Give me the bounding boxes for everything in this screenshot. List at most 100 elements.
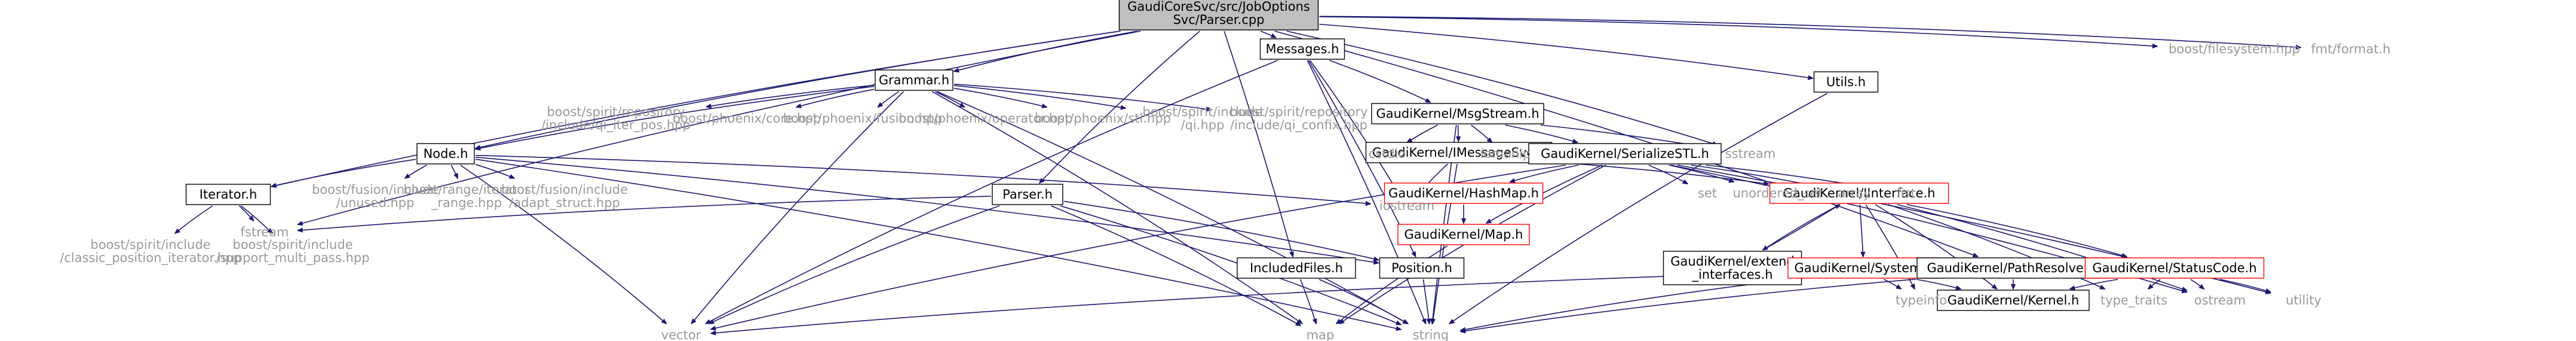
node-box xyxy=(1365,142,1553,163)
edge-msgstream-h-to-imessagesvc-h xyxy=(1458,124,1459,141)
node-label-line: /include/qi_confix.hpp xyxy=(1230,118,1367,133)
node-box xyxy=(416,143,475,165)
node-system-h[interactable]: GaudiKernel/System.h xyxy=(1787,257,1940,279)
node-label-line: GaudiCoreSvc/src/JobOptions xyxy=(1127,0,1310,14)
node-pathresolver-h[interactable]: GaudiKernel/PathResolver.h xyxy=(1916,257,2110,279)
node-sstream: sstream xyxy=(1725,147,1776,161)
node-grammar-h[interactable]: Grammar.h xyxy=(875,69,953,91)
edge-statuscode-h-to-kernel-h xyxy=(2070,279,2118,289)
edge-pathresolver-h-to-string xyxy=(1461,278,1916,332)
node-kernel-h[interactable]: GaudiKernel/Kernel.h xyxy=(1937,290,2090,311)
node-label-line: boost/spirit/include xyxy=(90,238,210,252)
node-label-line: boost/spirit/repository xyxy=(1229,105,1367,119)
node-box xyxy=(1259,38,1345,60)
node-box xyxy=(1916,257,2110,279)
edge-iinterface-h-to-typeinfo xyxy=(1865,204,1915,289)
edge-root-to-parser-h xyxy=(1039,31,1200,183)
node-fusion-adapt-struct: boost/fusion/include/adapt_struct.hpp xyxy=(501,182,628,211)
edge-root-to-fmt-format xyxy=(1319,16,2301,47)
node-label-line: Iterator.h xyxy=(200,187,257,202)
node-label-line: ostream xyxy=(2194,293,2246,307)
edge-grammar-h-to-map xyxy=(931,91,1302,324)
edge-root-to-sstream xyxy=(1286,31,1718,145)
node-box xyxy=(185,184,271,205)
edge-msgstream-h-to-serializestl-h xyxy=(1505,124,1577,142)
node-label-line: fstream xyxy=(241,225,289,239)
node-label-line: Utils.h xyxy=(1826,75,1866,89)
node-label-line: /support_multi_pass.hpp xyxy=(216,251,369,266)
node-label-line: boost/range/iterator xyxy=(403,182,530,197)
node-node-h[interactable]: Node.h xyxy=(416,143,475,165)
node-label-line: type_traits xyxy=(2100,293,2167,308)
node-string: string xyxy=(1413,328,1449,341)
edge-map-h-to-map xyxy=(1336,245,1448,324)
node-box xyxy=(1397,224,1530,245)
node-utility: utility xyxy=(2286,293,2322,307)
edge-node-h-to-vector xyxy=(460,165,667,324)
node-imessagesvc-h[interactable]: GaudiKernel/IMessageSvc.h xyxy=(1365,142,1553,163)
node-map-h[interactable]: GaudiKernel/Map.h xyxy=(1397,224,1530,245)
node-iterator-h[interactable]: Iterator.h xyxy=(185,184,271,205)
node-label-line: cstdio xyxy=(1369,147,1406,161)
node-extend-interfaces-h[interactable]: GaudiKernel/extend_interfaces.h xyxy=(1663,251,1802,285)
edge-position-h-to-string xyxy=(1422,279,1430,324)
edge-grammar-h-to-qi-confix xyxy=(953,83,1212,110)
node-label-line: GaudiKernel/HashMap.h xyxy=(1388,186,1539,200)
node-spirit-qi: boost/spirit/include/qi.hpp xyxy=(1142,105,1262,132)
node-typeinfo: typeinfo xyxy=(1896,293,1947,307)
node-label-line: GaudiKernel/System.h xyxy=(1795,261,1934,275)
node-label-line: boost/spirit/include xyxy=(1142,105,1262,119)
node-label-line: boost/spirit/repository xyxy=(547,105,685,119)
edge-extend-interfaces-h-to-iinterface-h xyxy=(1762,205,1840,251)
edge-system-h-to-typeinfo xyxy=(1884,279,1901,289)
node-label-line: boost/spirit/include xyxy=(232,238,352,252)
node-position-h[interactable]: Position.h xyxy=(1379,257,1465,279)
edge-parser-h-to-map xyxy=(1051,205,1301,325)
node-includedfiles-h[interactable]: IncludedFiles.h xyxy=(1237,257,1356,279)
node-box xyxy=(1937,290,2090,311)
node-label-line: boost/filesystem.hpp xyxy=(2169,42,2300,56)
node-set: set xyxy=(1698,186,1717,200)
node-ostream: ostream xyxy=(2194,293,2246,307)
edge-node-h-to-fusion-adapt-struct xyxy=(475,164,514,178)
edge-serializestl-h-to-unordered-set xyxy=(1669,165,1734,182)
node-label-line: /classic_position_iterator.hpp xyxy=(60,251,241,266)
node-hashmap-h[interactable]: GaudiKernel/HashMap.h xyxy=(1384,182,1544,204)
node-label-line: boost/phoenix/fusion.hpp xyxy=(783,111,943,126)
node-phoenix-stl: boost/phoenix/stl.hpp xyxy=(1035,111,1171,126)
node-utils-h[interactable]: Utils.h xyxy=(1813,71,1879,93)
node-msgstream-h[interactable]: GaudiKernel/MsgStream.h xyxy=(1371,103,1544,124)
node-label-line: GaudiKernel/IMessageSvc.h xyxy=(1372,145,1545,160)
edge-node-h-to-string xyxy=(475,159,1401,330)
node-label-line: Node.h xyxy=(424,147,468,161)
node-fstream: fstream xyxy=(241,225,289,239)
node-serializestl-h[interactable]: GaudiKernel/SerializeSTL.h xyxy=(1528,143,1722,165)
node-box xyxy=(1663,251,1802,285)
node-label-line: Svc/Parser.cpp xyxy=(1173,13,1264,27)
node-list: list xyxy=(1897,186,1916,200)
edge-messages-h-to-msgstream-h xyxy=(1329,60,1431,102)
node-box xyxy=(1118,0,1319,31)
edge-parser-h-to-fstream xyxy=(298,196,992,230)
node-phoenix-core: boost/phoenix/core.hpp xyxy=(673,111,821,126)
node-map: map xyxy=(1307,328,1335,341)
node-parser-h[interactable]: Parser.h xyxy=(992,184,1063,205)
edge-root-to-filesystem xyxy=(1319,16,2158,47)
edge-grammar-h-to-phoenix-operator xyxy=(935,91,965,107)
node-label-line: boost/fusion/include xyxy=(312,182,438,197)
node-root[interactable]: GaudiCoreSvc/src/JobOptionsSvc/Parser.cp… xyxy=(1118,0,1319,31)
node-iinterface-h[interactable]: GaudiKernel/IInterface.h xyxy=(1769,182,1949,204)
node-phoenix-fusion: boost/phoenix/fusion.hpp xyxy=(783,111,943,126)
node-unordered-set: unordered_set xyxy=(1733,186,1823,201)
node-label-line: typeinfo xyxy=(1896,293,1947,307)
edges-layer xyxy=(175,16,2301,333)
edge-root-to-fstream xyxy=(298,31,1141,224)
node-vector: vector xyxy=(661,328,701,341)
node-messages-h[interactable]: Messages.h xyxy=(1259,38,1345,60)
node-statuscode-h[interactable]: GaudiKernel/StatusCode.h xyxy=(2084,257,2265,279)
edge-system-h-to-kernel-h xyxy=(1916,279,1961,289)
node-label-line: /unused.hpp xyxy=(336,196,415,210)
node-label-line: vector xyxy=(661,328,701,341)
node-classic-position-iterator: boost/spirit/include/classic_position_it… xyxy=(60,238,241,266)
